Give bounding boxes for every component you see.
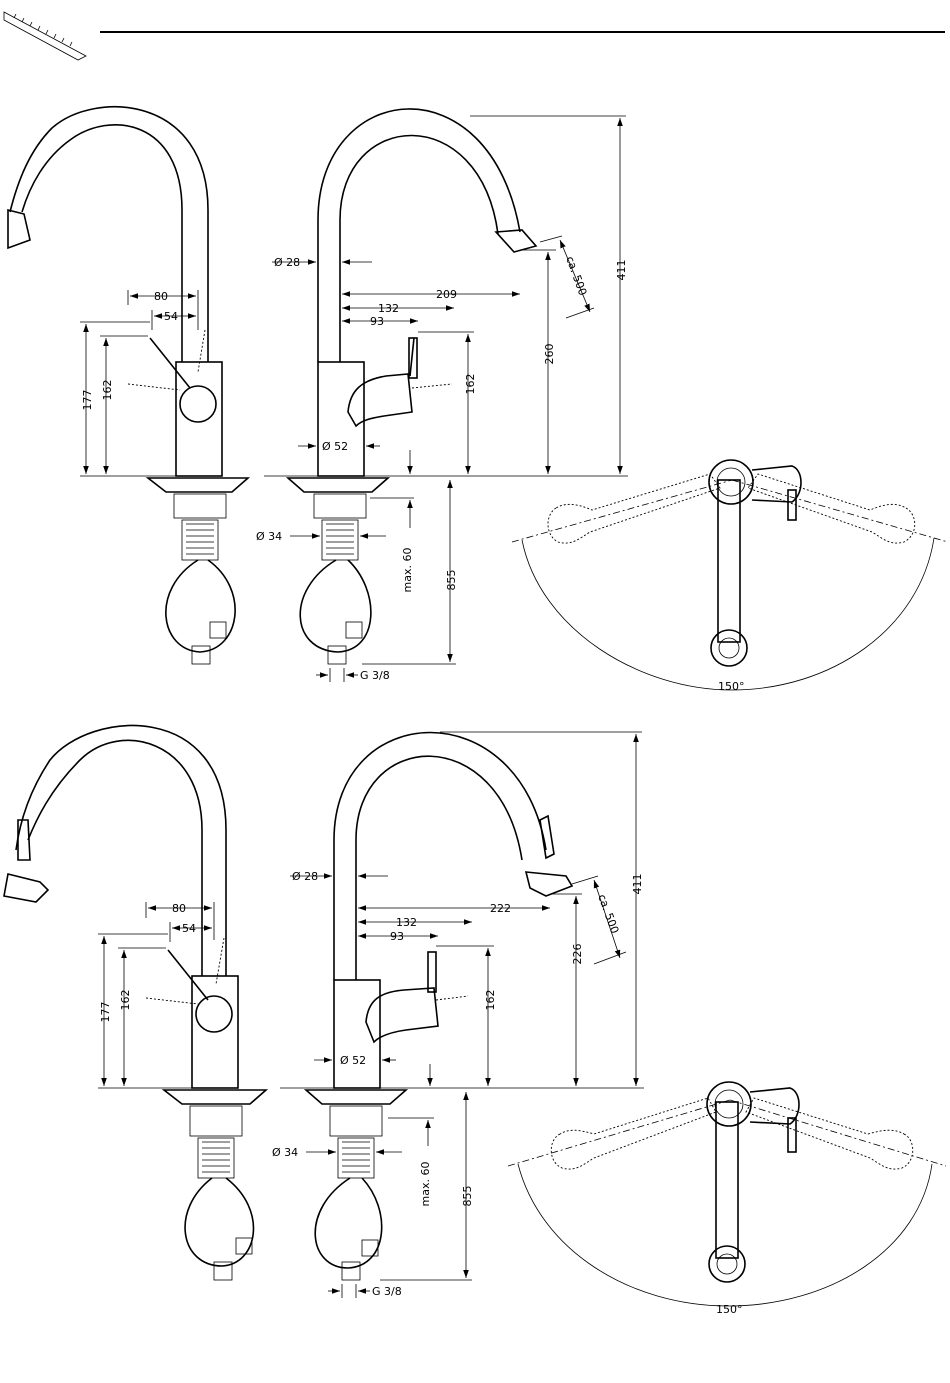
ruler-icon [4, 12, 86, 60]
dim-34-label: Ø 34 [256, 530, 282, 543]
dim-411-label-b: 411 [631, 874, 644, 895]
dim-177-label: 177 [81, 390, 94, 411]
dim-52-label: Ø 52 [322, 440, 348, 453]
dim-226-label: 226 [571, 944, 584, 965]
dim-52-label-b: Ø 52 [340, 1054, 366, 1067]
dim-80-label-b: 80 [172, 902, 186, 915]
dim-80-label: 80 [154, 290, 168, 303]
dim-ca500-label-b: ca. 500 [595, 893, 621, 936]
dim-54-label-b: 54 [182, 922, 196, 935]
dim-260-label: 260 [543, 344, 556, 365]
angle-150-label-b: 150° [716, 1303, 743, 1316]
dim-max60-label-b: max. 60 [419, 1162, 432, 1207]
plan-view-bottom: 150° [508, 1082, 946, 1316]
dim-28-label-b: Ø 28 [292, 870, 318, 883]
dimensions-left-top: 80 54 177 162 [80, 290, 198, 476]
dim-max60-label: max. 60 [401, 548, 414, 593]
dim-162-label-b: 162 [119, 990, 132, 1011]
dimensions-left-bottom: 80 54 177 162 [98, 902, 214, 1088]
angle-150-label: 150° [718, 680, 745, 693]
dim-411-label: 411 [615, 260, 628, 281]
dim-132-label-b: 132 [396, 916, 417, 929]
top-view-group: 80 54 177 162 [8, 107, 948, 693]
dim-g38-label-b: G 3/8 [372, 1285, 402, 1298]
dim-162-right-label-b: 162 [484, 990, 497, 1011]
dim-54-label: 54 [164, 310, 178, 323]
dim-g38-label: G 3/8 [360, 669, 390, 682]
dim-162-label: 162 [101, 380, 114, 401]
bottom-view-group: 80 54 177 162 [4, 726, 946, 1316]
dim-28-label: Ø 28 [274, 256, 300, 269]
plan-view-top: 150° [512, 460, 948, 693]
dim-93-label-b: 93 [390, 930, 404, 943]
dim-209-label: 209 [436, 288, 457, 301]
dim-132-label: 132 [378, 302, 399, 315]
faucet-side-view-bottom [306, 733, 572, 1281]
dim-177-label-b: 177 [99, 1002, 112, 1023]
dim-162-right-label: 162 [464, 374, 477, 395]
dim-222-label: 222 [490, 902, 511, 915]
dim-ca500-label: ca. 500 [563, 255, 589, 298]
dim-855-label-b: 855 [461, 1186, 474, 1207]
dim-93-label: 93 [370, 315, 384, 328]
faucet-front-view-bottom [4, 726, 266, 1280]
dim-855-label: 855 [445, 570, 458, 591]
faucet-front-view-top [8, 107, 248, 664]
dimensions-under-top: Ø 34 max. 60 855 G 3/8 [256, 480, 458, 682]
dim-34-label-b: Ø 34 [272, 1146, 298, 1159]
